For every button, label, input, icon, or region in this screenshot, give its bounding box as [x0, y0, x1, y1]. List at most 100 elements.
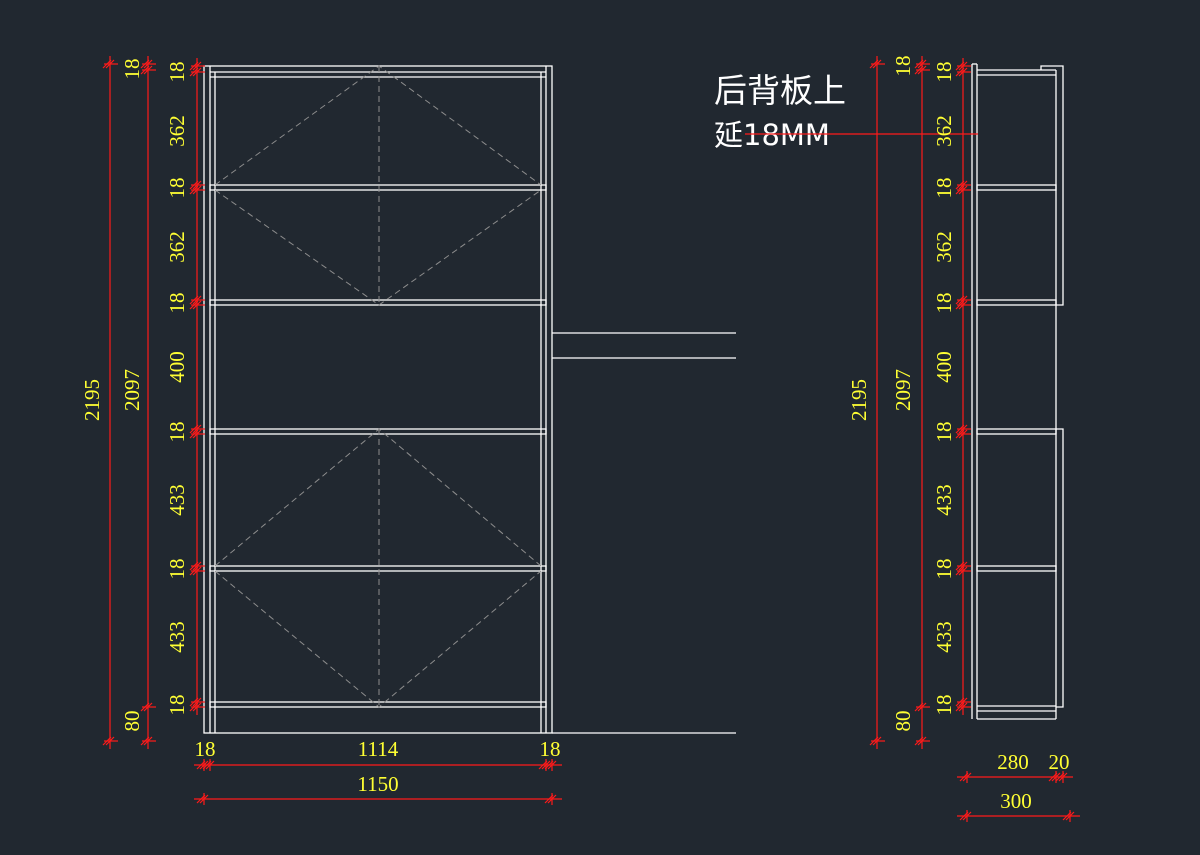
dim-tick [140, 702, 150, 712]
dim-tick [914, 702, 924, 712]
front-seg-7: 18 [165, 422, 189, 443]
dim-tick [189, 429, 199, 439]
dim-tick [1051, 772, 1061, 782]
dim-tick [955, 300, 965, 310]
front-cabinet [203, 65, 736, 734]
dim-tick [958, 424, 968, 434]
side-seg-9: 18 [932, 559, 956, 580]
dim-tick [544, 794, 554, 804]
front-bottom-left-18: 18 [195, 737, 216, 761]
front-seg-2: 362 [165, 115, 189, 147]
dim-tick [955, 424, 965, 434]
door-swing-lines [214, 65, 542, 708]
dim-tick [959, 811, 969, 821]
dim-tick [958, 295, 968, 305]
dim-tick [192, 185, 202, 195]
note-line-1: 后背板上 [714, 71, 846, 110]
dim-tick [869, 59, 879, 69]
side-segment-labels: 18 362 18 362 18 400 18 433 18 433 18 [932, 62, 956, 716]
dim-tick [955, 697, 965, 707]
front-seg-8: 433 [165, 484, 189, 516]
side-cabinet [971, 63, 1064, 720]
front-seg-11: 18 [165, 695, 189, 716]
dim-tick [189, 424, 199, 434]
dim-tick [199, 794, 209, 804]
dim-tick [538, 760, 548, 770]
dim-tick [544, 760, 554, 770]
dim-tick [547, 794, 557, 804]
shelf-1 [209, 184, 547, 191]
dim-tick [192, 702, 202, 712]
dim-tick [914, 65, 924, 75]
dim-tick [962, 772, 972, 782]
dim-tick [1055, 772, 1065, 782]
dim-tick [962, 811, 972, 821]
dim-tick [192, 566, 202, 576]
dim-tick [189, 561, 199, 571]
dim-tick [958, 180, 968, 190]
side-seg-8: 433 [932, 484, 956, 516]
side-overall-left: 2195 [847, 379, 871, 421]
dim-tick [189, 702, 199, 712]
front-bottom-right-18: 18 [540, 737, 561, 761]
dim-tick [958, 702, 968, 712]
front-segment-labels: 18 362 18 362 18 400 18 433 18 433 18 [165, 62, 189, 716]
side-seg-3: 18 [932, 178, 956, 199]
side-seg-10: 433 [932, 621, 956, 653]
dim-tick [914, 59, 924, 69]
side-body [977, 69, 1057, 720]
side-seg-1: 18 [932, 62, 956, 83]
dim-tick [189, 67, 199, 77]
dim-tick [189, 180, 199, 190]
side-seg-6: 400 [932, 351, 956, 383]
front-seg-3: 18 [165, 178, 189, 199]
shelf-3 [209, 428, 547, 435]
side-bottom-total: 300 [1000, 789, 1032, 813]
front-seg-1: 18 [165, 62, 189, 83]
dim-tick [872, 736, 882, 746]
dim-tick [189, 295, 199, 305]
dim-tick [140, 736, 150, 746]
side-doors [1040, 65, 1064, 708]
front-bottom-total: 1150 [357, 772, 398, 796]
front-bottom-1114: 1114 [358, 737, 399, 761]
dim-tick [958, 429, 968, 439]
dim-tick [196, 760, 206, 770]
dim-tick [1062, 811, 1072, 821]
front-seg-10: 433 [165, 621, 189, 653]
dim-tick [192, 300, 202, 310]
dim-tick [192, 424, 202, 434]
front-outer-frame [203, 65, 553, 734]
dim-tick [958, 561, 968, 571]
dim-tick [958, 566, 968, 576]
front-seg-9: 18 [165, 559, 189, 580]
dim-tick [547, 760, 557, 770]
dim-tick [958, 61, 968, 71]
adjacent-wall-lines [552, 332, 736, 734]
dim-tick [189, 300, 199, 310]
front-shelves [209, 184, 547, 708]
dim-tick [192, 67, 202, 77]
side-bottom-80: 80 [891, 711, 915, 732]
side-bottom-280: 280 [997, 750, 1029, 774]
front-top-extra: 18 [120, 59, 144, 80]
dim-tick [1048, 772, 1058, 782]
side-seg-7: 18 [932, 422, 956, 443]
dim-tick [955, 566, 965, 576]
dim-tick [192, 429, 202, 439]
front-dimensions: 2195 2097 18 80 18 362 18 362 18 400 18 … [80, 56, 562, 805]
dim-tick [872, 59, 882, 69]
dim-tick [202, 760, 212, 770]
dim-tick [955, 185, 965, 195]
dim-tick [192, 61, 202, 71]
dim-tick [955, 67, 965, 77]
dim-tick [205, 760, 215, 770]
dim-tick [105, 736, 115, 746]
dim-tick [192, 295, 202, 305]
side-seg-5: 18 [932, 293, 956, 314]
dim-tick [196, 794, 206, 804]
dim-tick [958, 67, 968, 77]
note-line-2: 延18MM [714, 118, 830, 152]
dim-tick [914, 736, 924, 746]
